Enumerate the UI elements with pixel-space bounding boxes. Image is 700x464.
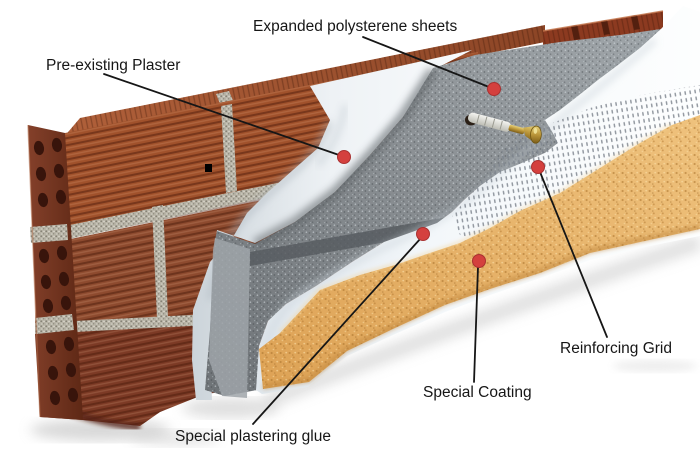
glue-edge-shading (263, 37, 657, 346)
coating-bottom-shading (262, 224, 700, 390)
coating-layer (259, 115, 700, 390)
wall-shadow-2 (130, 430, 220, 446)
brick-top-ribs-texture (63, 25, 545, 138)
end-mortar-2 (35, 314, 74, 334)
callout-dots (337, 82, 545, 268)
label-reinforcing-grid: Reinforcing Grid (560, 340, 672, 357)
mortar-head-joint-top (221, 104, 237, 193)
label-expanded-polystyrene-sheets: Expanded polysterene sheets (253, 18, 457, 35)
layers-shadow (182, 398, 278, 418)
anchor-screw-shaft (508, 124, 525, 135)
coating-grain-texture (259, 115, 700, 389)
label-special-plastering-glue: Special plastering glue (175, 428, 331, 445)
anchor-dowel (468, 112, 542, 144)
anchor-screw-highlight (533, 127, 538, 134)
brick-wall-end-face (27, 124, 83, 420)
eps-board-edge-band (250, 213, 470, 266)
plaster-surface (192, 50, 472, 400)
end-mortar-1 (30, 224, 68, 243)
leader-line-expanded-polystyrene (362, 36, 490, 88)
brick-holes (33, 137, 79, 406)
callout-dot-pre-existing-plaster (337, 150, 351, 164)
callout-dot-special-coating (472, 254, 486, 268)
floor-shadow-streak (613, 360, 697, 372)
leader-line-special-plastering-glue (252, 237, 422, 425)
plaster-fold-shadow (316, 104, 348, 167)
callout-dot-expanded-polystyrene (487, 82, 501, 96)
leader-line-reinforcing-grid (539, 171, 608, 338)
eps-left-edge-shading (252, 67, 438, 249)
leader-line-special-coating (473, 266, 479, 383)
leader-lines (103, 36, 608, 425)
mortar-head-joint-middle (152, 205, 168, 319)
artifact-square (205, 164, 212, 172)
leader-line-pre-existing-plaster (103, 73, 340, 156)
label-special-coating: Special Coating (423, 384, 532, 401)
eps-speckle-texture (205, 29, 661, 396)
label-pre-existing-plaster: Pre-existing Plaster (46, 57, 180, 74)
anchor-screw-head (530, 125, 542, 144)
coating-top-highlight (278, 123, 673, 335)
eps-end-face (209, 238, 250, 398)
reinforcing-mesh-texture (452, 85, 700, 240)
callout-dot-reinforcing-grid (531, 160, 545, 174)
callout-dot-special-plastering-glue (416, 227, 430, 241)
